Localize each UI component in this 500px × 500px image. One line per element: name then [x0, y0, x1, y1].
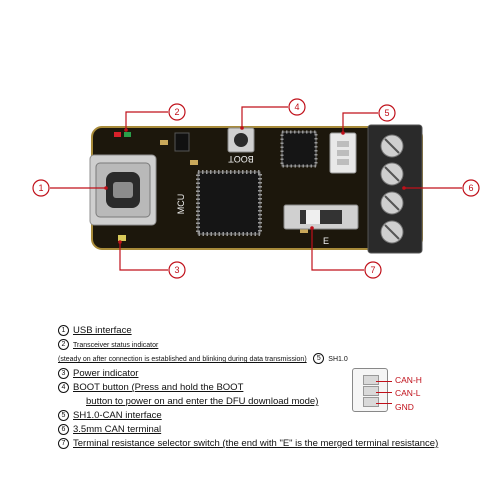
mcu-silk-label: MCU	[176, 194, 186, 215]
legend-item-usb: 1 USB interface	[58, 325, 132, 336]
sh10-label: SH1.0	[328, 356, 348, 364]
callout-num-6: 6	[468, 183, 473, 193]
usb-c-connector	[89, 154, 157, 226]
callout-circle-7	[364, 261, 382, 279]
callout-line-2	[125, 111, 168, 130]
callout-circle-3	[168, 261, 186, 279]
legend-num: 6	[58, 424, 69, 435]
legend-item-boot-detail: button to power on and enter the DFU dow…	[86, 396, 318, 407]
legend-text: Terminal resistance selector switch (the…	[73, 438, 439, 450]
callout-line-4	[241, 106, 288, 128]
status-led-red	[114, 132, 121, 137]
legend-item-power: 3 Power indicator	[58, 368, 138, 379]
sh10-connector	[329, 132, 357, 174]
legend-text: SH1.0-CAN interface	[73, 410, 162, 422]
callout-line-3	[119, 242, 168, 271]
legend-text: BOOT button (Press and hold the BOOT	[73, 382, 244, 394]
legend-item-boot: 4 BOOT button (Press and hold the BOOT	[58, 382, 243, 393]
callout-num-3: 3	[174, 265, 179, 275]
callout-line-7	[311, 228, 364, 271]
legend-text: Power indicator	[73, 368, 139, 380]
legend-num: 5	[58, 410, 69, 421]
pin-label-can-l: CAN-L	[395, 388, 421, 398]
transceiver-chip	[280, 130, 318, 168]
callout-num-2: 2	[174, 107, 179, 117]
resistance-switch	[283, 204, 359, 230]
legend-item-resistance-switch: 7 Terminal resistance selector switch (th…	[58, 438, 438, 449]
status-led-green	[124, 132, 131, 137]
legend-text: button to power on and enter the DFU dow…	[86, 396, 319, 407]
callout-circle-5	[378, 104, 396, 122]
callout-circle-2	[168, 103, 186, 121]
callout-circle-6	[462, 179, 480, 197]
callout-num-1: 1	[38, 183, 43, 193]
boot-button	[227, 127, 255, 153]
pin-label-can-h: CAN-H	[395, 375, 422, 385]
pin-label-gnd: GND	[395, 402, 414, 412]
legend-num: 7	[58, 438, 69, 449]
legend-item-transceiver-detail: (steady on after connection is establish…	[58, 353, 348, 364]
callout-num-7: 7	[370, 265, 375, 275]
legend-num: 2	[58, 339, 69, 350]
legend-num: 4	[58, 382, 69, 393]
callout-num-4: 4	[294, 102, 299, 112]
legend-item-transceiver: 2 Transceiver status indicator	[58, 339, 158, 350]
callout-circle-4	[288, 98, 306, 116]
legend-text: 3.5mm CAN terminal	[73, 424, 162, 436]
power-led	[118, 235, 126, 241]
legend-item-sh10: 5 SH1.0-CAN interface	[58, 410, 162, 421]
mcu-chip	[196, 170, 262, 236]
legend-item-can-terminal: 6 3.5mm CAN terminal	[58, 424, 161, 435]
legend-num: 3	[58, 368, 69, 379]
legend-num: 1	[58, 325, 69, 336]
legend-num: 5	[313, 353, 325, 364]
callout-circle-1	[32, 179, 50, 197]
legend-text: (steady on after connection is establish…	[58, 356, 307, 364]
legend-text: USB interface	[73, 325, 132, 337]
board-diagram: BOOT MCU E	[32, 98, 480, 279]
callout-line-5	[342, 112, 378, 133]
boot-silk-label: BOOT	[228, 154, 254, 164]
sh10-pinout-connector	[352, 368, 388, 412]
callout-num-5: 5	[384, 108, 389, 118]
legend-text: Transceiver status indicator	[73, 342, 159, 350]
switch-e-silk-label: E	[323, 236, 329, 246]
can-terminal-block	[367, 124, 423, 254]
